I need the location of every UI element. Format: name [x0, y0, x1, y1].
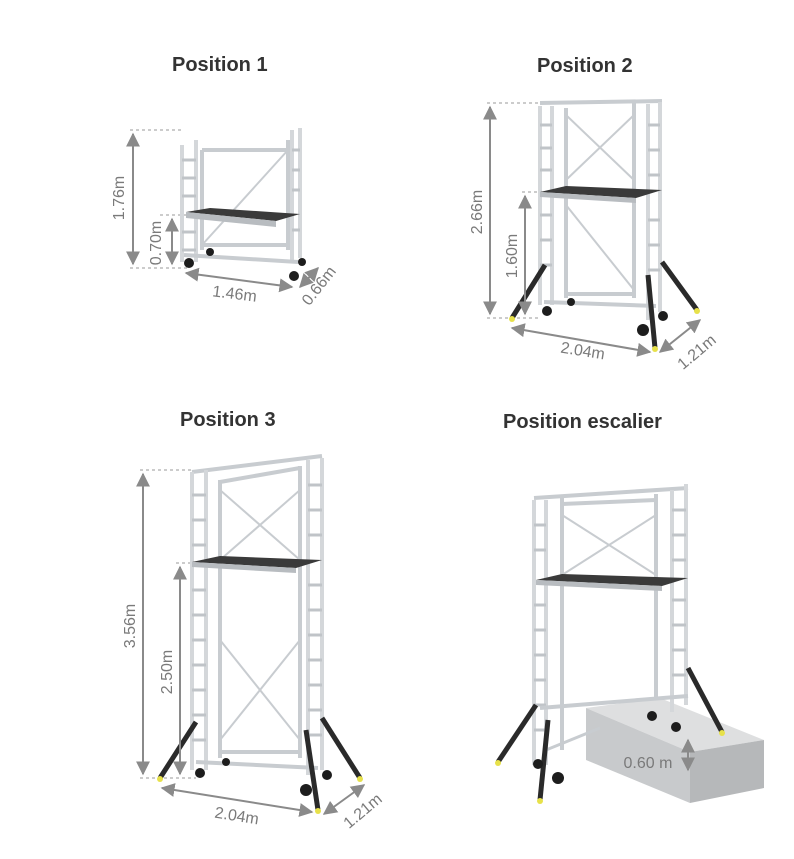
dim-step-height: 0.60 m	[624, 755, 673, 772]
title-position-3: Position 3	[180, 409, 276, 431]
dim-depth-p2: 1.21m	[675, 332, 720, 374]
scaffold-position-1: 1.76m 0.70m 1.46m 0.66m	[111, 128, 340, 309]
step-block-side	[586, 708, 690, 803]
dim-height-p3: 3.56m	[122, 604, 139, 648]
dim-height-p2: 2.66m	[469, 190, 486, 234]
scaffold-position-escalier: 0.60 m	[495, 484, 764, 804]
title-position-1: Position 1	[172, 54, 268, 76]
dim-platform-p3: 2.50m	[159, 650, 176, 694]
scaffold-position-2: 2.66m 1.60m 2.04m 1.21m	[469, 99, 720, 374]
dim-length-p2: 2.04m	[559, 340, 606, 364]
title-position-2: Position 2	[537, 55, 633, 77]
dim-length-p3: 2.04m	[213, 805, 260, 829]
dim-depth-p1: 0.66m	[299, 263, 340, 309]
dim-length-p1: 1.46m	[211, 283, 257, 305]
title-position-escalier: Position escalier	[503, 411, 662, 433]
scaffold-position-3: 3.56m 2.50m 2.04m 1.21m	[122, 454, 386, 832]
dim-platform-p2: 1.60m	[504, 234, 521, 278]
dim-height-p1: 1.76m	[111, 176, 128, 220]
step-block-front	[690, 740, 764, 803]
dim-platform-p1: 0.70m	[148, 221, 165, 265]
